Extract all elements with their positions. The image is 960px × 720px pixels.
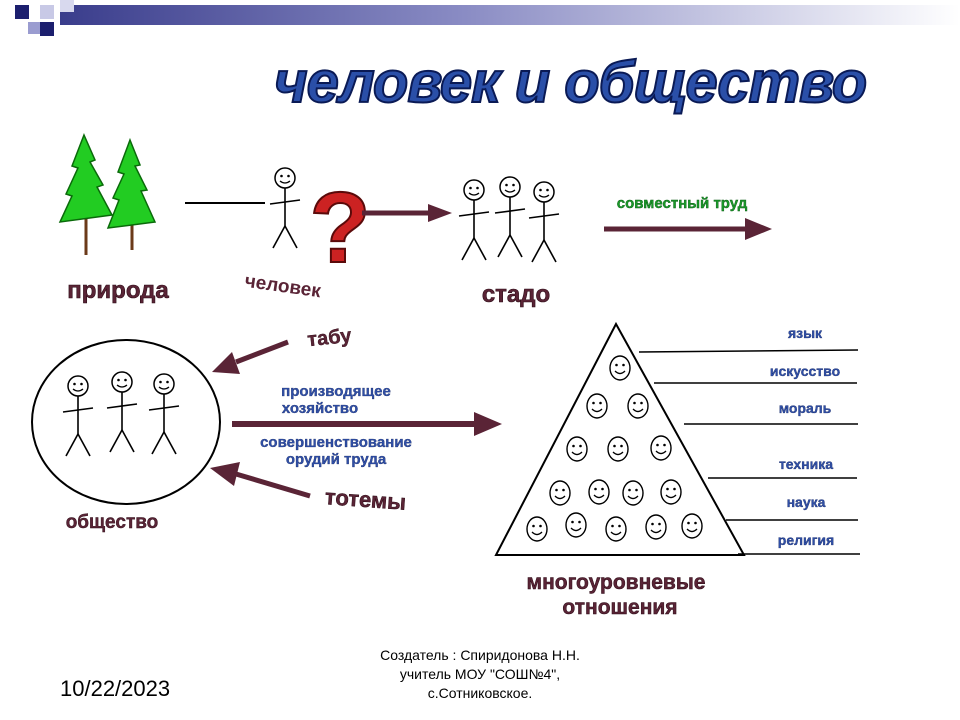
level-label: язык — [788, 325, 823, 341]
arrow-to-pyramid — [232, 412, 502, 436]
header-decoration — [15, 0, 960, 36]
society-circle — [31, 339, 221, 505]
trees-icon — [58, 133, 157, 255]
title: человек и общество — [274, 50, 866, 115]
level-label: религия — [778, 532, 834, 548]
label-tools-improvement-1: совершенствование — [260, 434, 412, 451]
label-herd: стадо — [482, 281, 550, 308]
level-label: наука — [787, 494, 826, 510]
level-lines — [638, 349, 860, 555]
author-line-3: с.Сотниковское. — [427, 685, 533, 701]
author-line-2: учитель МОУ "СОШ№4", — [399, 666, 561, 682]
label-society: общество — [66, 512, 159, 533]
label-producing-economy-2: хозяйство — [282, 400, 358, 417]
arrow-taboo — [212, 339, 289, 374]
level-label: техника — [779, 456, 833, 472]
label-joint-labor: совместный труд — [617, 195, 748, 212]
label-multilevel-2: отношения — [562, 596, 677, 619]
level-label: искусство — [770, 363, 840, 379]
question-mark: ? — [309, 172, 370, 284]
label-multilevel-1: многоуровневые — [527, 571, 706, 594]
author-line-1: Создатель : Спиридонова Н.Н. — [380, 647, 580, 663]
label-totems: тотемы — [324, 484, 407, 515]
slide-date: 10/22/2023 — [60, 676, 171, 701]
herd-figures — [458, 176, 560, 263]
arrow-joint-labor — [604, 218, 772, 240]
arrow-totems — [210, 462, 311, 499]
level-label: мораль — [779, 400, 832, 416]
label-taboo: табу — [306, 325, 353, 352]
human-figure — [269, 167, 301, 249]
label-producing-economy-1: производящее — [281, 383, 391, 400]
label-tools-improvement-2: орудий труда — [286, 451, 387, 468]
label-nature: природа — [67, 277, 169, 304]
society-figures — [62, 371, 180, 457]
arrow-to-herd — [362, 204, 452, 222]
